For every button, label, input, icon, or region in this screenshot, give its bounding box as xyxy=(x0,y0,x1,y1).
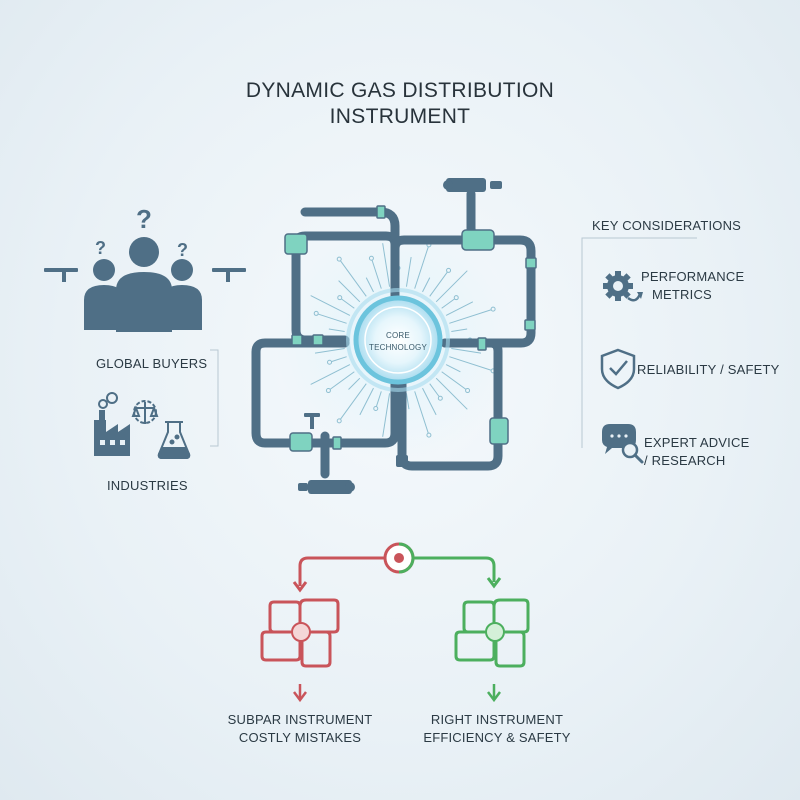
consideration-reliability: RELIABILITY / SAFETY xyxy=(637,361,779,379)
gear-cycle-icon xyxy=(603,271,643,302)
core-ray-node xyxy=(453,295,459,301)
core-ray-node xyxy=(368,255,374,261)
industries-label: INDUSTRIES xyxy=(107,478,188,493)
core-ray xyxy=(341,298,355,309)
core-ray xyxy=(371,259,382,289)
core-ray-node xyxy=(446,267,452,273)
core-ray xyxy=(422,277,431,293)
core-ray-node xyxy=(437,395,443,401)
core-ray xyxy=(429,271,448,297)
core-ray xyxy=(445,364,461,373)
shield-check-icon xyxy=(600,348,636,390)
consideration-expert-line-2: / RESEARCH xyxy=(644,453,726,468)
core-ray xyxy=(445,301,474,316)
gear-tooth xyxy=(615,295,621,301)
core-ray-node xyxy=(327,359,333,365)
svg-text:?: ? xyxy=(136,204,152,234)
outcome-subpar-line-1: SUBPAR INSTRUMENT xyxy=(227,712,373,727)
consideration-performance-line-1: PERFORMANCE xyxy=(641,269,745,284)
page-title: DYNAMIC GAS DISTRIBUTION INSTRUMENT xyxy=(0,78,800,130)
left-bracket xyxy=(210,349,219,447)
core-ray xyxy=(329,371,355,390)
core-ray-node xyxy=(426,432,432,438)
title-line-2: INSTRUMENT xyxy=(329,105,471,128)
consideration-reliability-line-1: RELIABILITY / SAFETY xyxy=(637,362,780,377)
core-ray-node xyxy=(465,388,471,394)
consideration-performance: PERFORMANCE METRICS xyxy=(641,268,744,304)
core-ray xyxy=(339,383,367,420)
core-ray xyxy=(435,270,468,303)
core-ray xyxy=(414,246,429,289)
outcome-right-line-2: EFFICIENCY & SAFETY xyxy=(423,730,571,745)
subpar-instrument-icon xyxy=(260,598,340,668)
core-ray xyxy=(317,313,347,324)
outcome-right: RIGHT INSTRUMENT EFFICIENCY & SAFETY xyxy=(397,711,597,747)
key-considerations-heading: KEY CONSIDERATIONS xyxy=(592,218,742,233)
consideration-expert: EXPERT ADVICE / RESEARCH xyxy=(644,434,749,470)
core-ray xyxy=(310,295,351,316)
core-ray xyxy=(435,377,468,410)
gear-tooth xyxy=(603,283,609,289)
core-ray xyxy=(314,347,345,354)
core-ray xyxy=(405,256,412,287)
core-ray xyxy=(331,356,347,363)
core-ray xyxy=(449,356,492,371)
right-instrument-icon xyxy=(454,598,530,668)
core-ray-node xyxy=(336,256,342,262)
svg-text:?: ? xyxy=(177,240,188,260)
consideration-performance-line-2: METRICS xyxy=(652,287,712,302)
gear-tooth xyxy=(615,271,621,277)
subpar-arrow xyxy=(293,684,307,703)
outcome-subpar: SUBPAR INSTRUMENT COSTLY MISTAKES xyxy=(200,711,400,747)
consideration-expert-line-1: EXPERT ADVICE xyxy=(644,435,750,450)
factory-icon xyxy=(94,392,130,456)
outcome-subpar-line-2: COSTLY MISTAKES xyxy=(238,730,362,745)
core-ray xyxy=(382,243,391,287)
core-ray xyxy=(339,260,367,297)
global-buyers-icon: ? ? ? xyxy=(44,204,246,332)
core-ray xyxy=(365,277,374,293)
core-ray-node xyxy=(490,306,496,312)
core-ray-node xyxy=(325,388,331,394)
outcome-right-line-1: RIGHT INSTRUMENT xyxy=(430,712,564,727)
core-ray xyxy=(429,383,440,397)
title-line-1: DYNAMIC GAS DISTRIBUTION xyxy=(245,79,555,102)
core-ray-node xyxy=(313,310,319,316)
core-ray xyxy=(414,391,429,434)
core-ray xyxy=(405,393,410,410)
core-rays xyxy=(295,242,496,438)
core-ray xyxy=(441,298,455,309)
global-buyers-label: GLOBAL BUYERS xyxy=(96,356,208,371)
core-ray xyxy=(359,387,374,416)
core-ray xyxy=(328,328,345,333)
core-ray-node xyxy=(373,405,379,411)
chat-magnifier-icon xyxy=(602,424,644,464)
core-ray xyxy=(310,364,351,385)
right-arrow-down xyxy=(487,684,501,703)
flask-icon xyxy=(157,421,191,459)
core-ray xyxy=(348,377,361,390)
core-ray-node xyxy=(337,295,343,301)
right-bracket xyxy=(581,237,697,448)
decision-branch xyxy=(292,542,502,593)
core-ray xyxy=(422,387,437,416)
core-ray xyxy=(375,391,382,407)
core-ray xyxy=(382,393,391,437)
pipe-network: CORE TECHNOLOGY xyxy=(251,178,537,494)
scale-gear-icon xyxy=(131,400,159,424)
core-label-line-1: CORE xyxy=(386,331,410,340)
svg-text:?: ? xyxy=(95,238,106,258)
core-ray xyxy=(451,328,468,333)
gear-tooth xyxy=(627,283,633,289)
core-ray-node xyxy=(336,418,342,424)
core-ray xyxy=(441,371,467,390)
core-ray xyxy=(449,309,492,324)
core-label-line-2: TECHNOLOGY xyxy=(369,343,427,352)
core-ray xyxy=(338,280,361,303)
core-ray xyxy=(451,347,482,354)
